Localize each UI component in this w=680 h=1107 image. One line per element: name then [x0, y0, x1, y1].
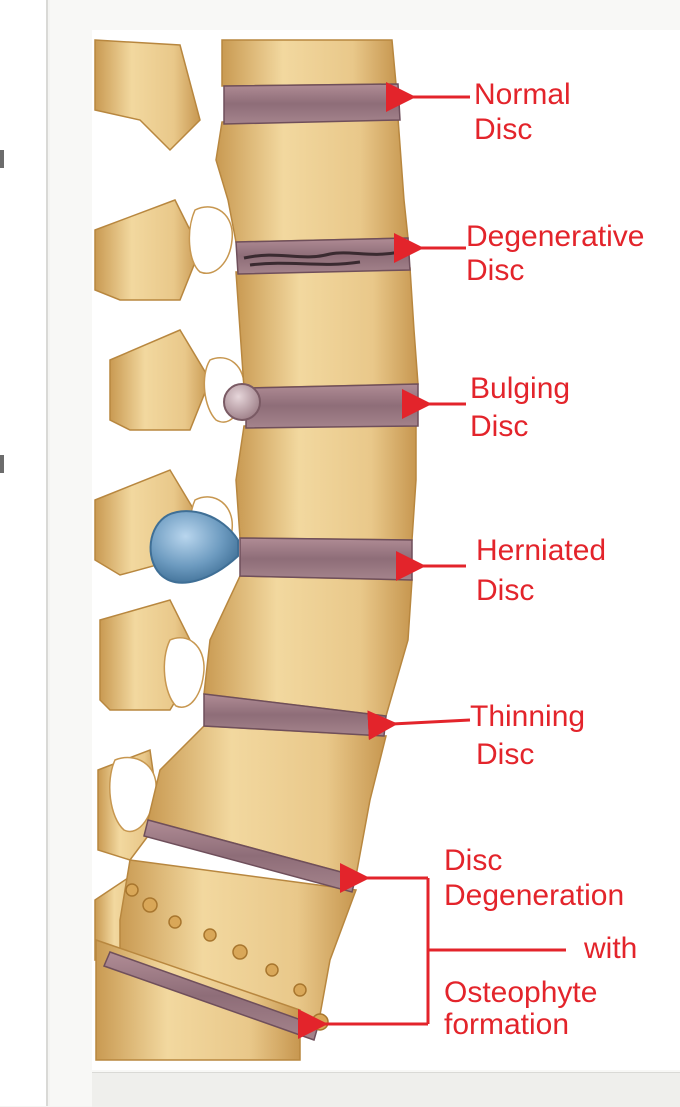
label-bulging-line1: Bulging: [470, 372, 570, 405]
label-osteophyte-line4: Osteophyte: [444, 976, 597, 1009]
herniated-nucleus: [149, 510, 239, 584]
disc-herniated: [239, 537, 413, 581]
label-osteophyte-line5: formation: [444, 1008, 569, 1041]
disc-normal: [223, 83, 401, 125]
label-normal-line2: Disc: [474, 113, 532, 146]
left-strip-marker: [0, 455, 4, 473]
label-herniated-line2: Disc: [476, 574, 534, 607]
label-thinning-line2: Disc: [476, 738, 534, 771]
label-normal-line1: Normal: [474, 78, 571, 111]
label-degenerative-line1: Degenerative: [466, 220, 644, 253]
label-herniated-line1: Herniated: [476, 534, 606, 567]
osteophyte-spurs: [125, 883, 329, 1031]
labels: Normal Disc Degenerative Disc Bulging Di…: [444, 78, 644, 1041]
bulging-nucleus: [223, 383, 261, 421]
label-degenerative-line2: Disc: [466, 254, 524, 287]
left-strip-marker: [0, 150, 4, 168]
label-osteophyte-line2: Degeneration: [444, 879, 624, 912]
discs: [102, 83, 419, 1041]
left-panel-strip: [0, 0, 48, 1106]
label-bulging-line2: Disc: [470, 410, 528, 443]
disc-bulging: [245, 383, 419, 429]
label-arrows: [298, 82, 566, 1039]
label-osteophyte-line3: with: [583, 932, 637, 965]
label-osteophyte-line1: Disc: [444, 844, 502, 877]
label-thinning-line1: Thinning: [470, 700, 585, 733]
disc-osteophyte-lower: [102, 951, 319, 1041]
degeneration-cracks: [243, 250, 401, 267]
bottom-bar: [92, 1072, 680, 1107]
